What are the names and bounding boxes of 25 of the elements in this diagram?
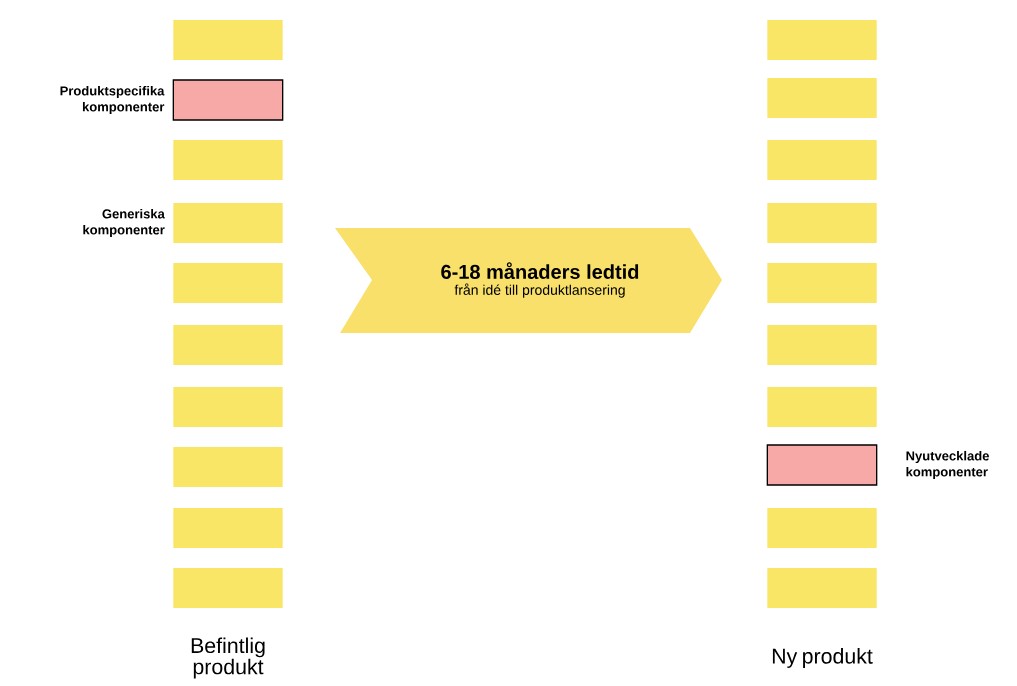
component-bar xyxy=(767,568,877,608)
component-bar xyxy=(767,140,877,180)
component-bar xyxy=(173,20,283,60)
component-bar xyxy=(173,387,283,427)
component-bar xyxy=(767,78,877,118)
component-bar xyxy=(173,568,283,608)
component-bar xyxy=(767,387,877,427)
side-label: Generiska komponenter xyxy=(83,208,165,238)
component-bar xyxy=(173,263,283,303)
column-caption: Ny produkt xyxy=(772,648,873,668)
component-bar xyxy=(767,325,877,365)
component-bar xyxy=(173,140,283,180)
side-label: Produktspecifika komponenter xyxy=(60,85,165,115)
component-bar xyxy=(767,20,877,60)
component-bar xyxy=(173,325,283,365)
component-bar xyxy=(173,447,283,487)
column-caption: Befintlig produkt xyxy=(191,637,265,679)
component-bar xyxy=(767,508,877,548)
component-bar xyxy=(767,203,877,243)
component-box xyxy=(172,79,284,121)
component-bar xyxy=(173,508,283,548)
side-label: Nyutvecklade komponenter xyxy=(906,450,989,480)
component-bar xyxy=(767,263,877,303)
component-bar xyxy=(173,203,283,243)
component-box xyxy=(766,444,878,486)
